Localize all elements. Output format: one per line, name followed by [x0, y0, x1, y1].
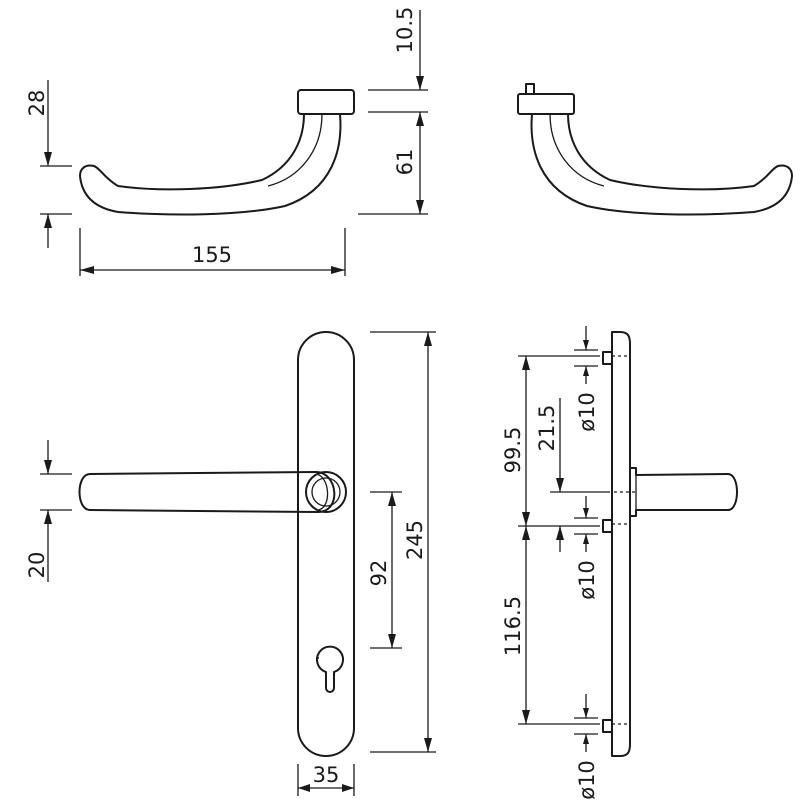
dimension-hole-top-label: ø10 [575, 392, 599, 432]
handle-side-view-left [79, 89, 355, 216]
dimension-lever-thickness-label: 20 [25, 552, 49, 579]
dimension-spindle-cylinder-label: 92 [367, 560, 391, 587]
dimension-hole-bottom: ø10 [574, 694, 599, 800]
dimension-hole-middle-label: ø10 [575, 560, 599, 600]
dimension-hole-top: ø10 [574, 326, 599, 432]
dimension-plate-width-label: 35 [313, 763, 340, 787]
dimension-handle-length: 155 [79, 228, 346, 276]
dimension-plate-height-label: 245 [403, 520, 427, 560]
dimension-handle-height: 28 [25, 80, 72, 248]
dimension-rose-height-label: 10.5 [393, 7, 417, 54]
dimension-top-fixing: 99.5 [501, 355, 600, 527]
dimension-spindle-offset-label: 21.5 [535, 405, 559, 452]
dimension-bottom-fixing-label: 116.5 [501, 596, 525, 656]
dimension-handle-drop-label: 61 [393, 149, 417, 176]
dimension-plate-width: 35 [297, 763, 355, 796]
backplate-front-view [297, 331, 355, 757]
dimension-plate-height: 245 [370, 331, 436, 753]
dimension-handle-height-label: 28 [25, 90, 49, 117]
dimension-bottom-fixing: 116.5 [501, 526, 600, 725]
dimension-lever-thickness: 20 [25, 440, 72, 582]
dimension-hole-bottom-label: ø10 [575, 760, 599, 800]
dimension-spindle-offset: 21.5 [535, 398, 610, 552]
dimension-rose-and-drop: 10.5 61 [358, 7, 428, 215]
backplate-side-view [602, 331, 738, 757]
dimension-handle-length-label: 155 [192, 243, 232, 267]
dimension-hole-middle: ø10 [574, 496, 599, 600]
handle-side-view-right [517, 83, 793, 216]
dimension-top-fixing-label: 99.5 [501, 427, 525, 474]
lever-front-view [78, 471, 336, 513]
dimension-spindle-cylinder: 92 [367, 491, 402, 649]
